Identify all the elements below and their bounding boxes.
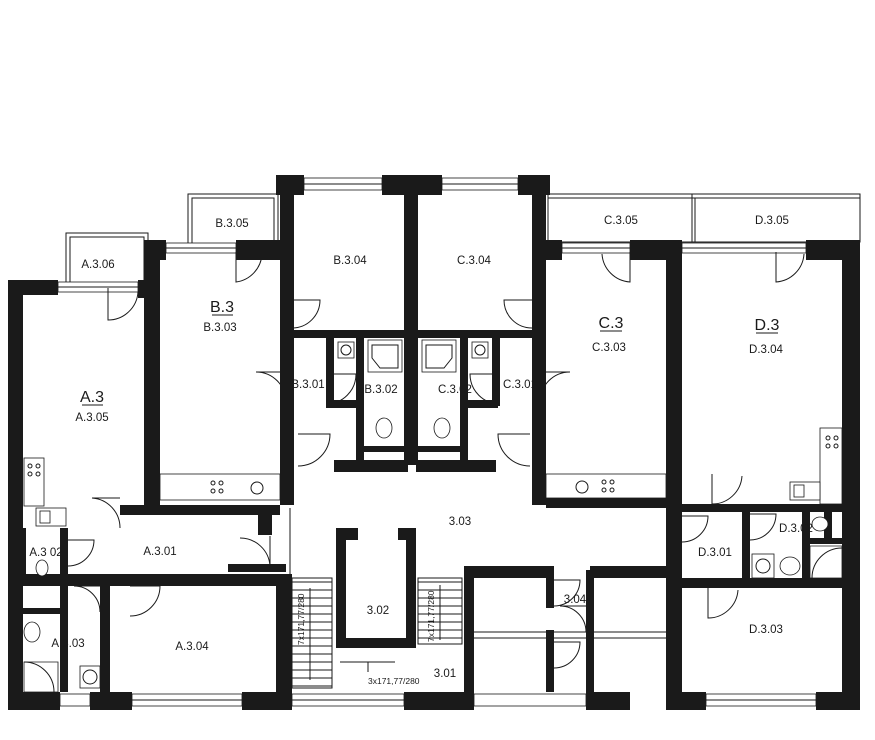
shower-d [809, 545, 843, 579]
unit-label-b: B.3 [210, 299, 234, 316]
room-a-3-03: A.3.03 [51, 638, 84, 650]
door-d-bath [749, 513, 777, 541]
door-a-living [91, 497, 121, 529]
room-d-3-03: D.3.03 [749, 624, 783, 636]
door-c-living [539, 371, 571, 403]
exterior-walls [8, 175, 860, 710]
room-d-3-04: D.3.04 [749, 344, 783, 356]
room-a-3-02: A.3 02 [29, 547, 62, 559]
door-shaft-3 [553, 641, 581, 669]
wall-d-east [842, 240, 860, 710]
washbasin-b [337, 341, 355, 359]
room-b-3-01: B.3.01 [291, 379, 324, 391]
door-d-entry [681, 515, 709, 543]
toilet-b [375, 417, 393, 439]
windows [57, 177, 817, 707]
door-a-balcony [107, 288, 139, 321]
room-c-3-02: C.3.02 [438, 384, 472, 396]
room-c-3-05: C.3.05 [604, 215, 638, 227]
washbasin-d [811, 516, 829, 532]
unit-label-a: A.3 [80, 389, 104, 406]
kitchen-counter-c [545, 473, 667, 499]
door-a-bath [73, 585, 101, 613]
shower-a [23, 661, 59, 693]
stair-note-left: 7x171,77/280 [296, 593, 306, 645]
room-3-01: 3.01 [434, 668, 456, 680]
room-a-3-05: A.3.05 [75, 412, 108, 424]
room-a-3-06: A.3.06 [81, 259, 114, 271]
wall-b-east [280, 175, 294, 505]
door-b-bedroom [291, 299, 321, 329]
wall-c-d-party [666, 240, 682, 700]
toilet-a [35, 559, 49, 577]
room-b-3-05: B.3.05 [215, 218, 248, 230]
door-b-living [255, 371, 287, 403]
washbasin-c [471, 341, 489, 359]
unit-label-d: D.3 [755, 317, 780, 334]
room-3-03: 3.03 [449, 516, 471, 528]
room-b-3-02: B.3.02 [364, 384, 397, 396]
door-shaft-1 [553, 579, 581, 607]
room-b-3-04: B.3.04 [333, 255, 367, 267]
wall-a-b-party [144, 240, 160, 510]
room-d-3-02: D.3.02 [779, 523, 813, 535]
balcony-cd [547, 193, 861, 243]
door-b-entry [297, 433, 331, 467]
room-c-3-01: C.3.01 [503, 379, 537, 391]
wall-center [404, 175, 418, 465]
room-3-02: 3.02 [367, 605, 389, 617]
wall-a-lower [18, 574, 288, 586]
room-3-04: 3.04 [564, 594, 587, 606]
washer-d [751, 553, 775, 579]
room-c-3-03: C.3.03 [592, 342, 626, 354]
door-c-bedroom [503, 299, 533, 329]
door-d-bedroom [707, 588, 739, 619]
toilet-c [433, 417, 451, 439]
core-partitions [289, 508, 666, 639]
room-a-3-01: A.3.01 [143, 546, 176, 558]
door-c-entry [497, 433, 531, 467]
door-c-bath [469, 373, 501, 405]
door-shaft-2 [559, 605, 587, 633]
door-a-entry [239, 536, 271, 567]
kitchen-counter-d [819, 427, 843, 505]
stair-note-right: 7x171,77/280 [426, 590, 436, 642]
balconies [65, 193, 861, 286]
room-d-3-05: D.3.05 [755, 215, 789, 227]
doors [67, 252, 805, 669]
labels: A.3 B.3 C.3 D.3 A.3.06 A.3.05 A.3 02 A.3… [29, 215, 813, 686]
door-b-balcony [235, 252, 263, 283]
interior-walls [8, 330, 844, 692]
room-c-3-04: C.3.04 [457, 255, 491, 267]
staircase [291, 577, 463, 689]
unit-label-c: C.3 [599, 315, 624, 332]
room-d-3-01: D.3.01 [698, 547, 732, 559]
door-c-balcony [601, 252, 631, 283]
door-a-bedroom [129, 585, 161, 617]
kitchen-counter-a [23, 457, 45, 507]
door-d-balcony [775, 252, 805, 283]
toilet-d [779, 556, 801, 576]
room-b-3-03: B.3.03 [203, 322, 236, 334]
kitchen-counter-b [159, 473, 281, 501]
fixtures [23, 339, 843, 693]
room-a-3-04: A.3.04 [175, 641, 209, 653]
stair-note-bottom: 3x171,77/280 [368, 676, 420, 686]
door-d-living [711, 474, 743, 505]
washbasin-a [23, 621, 41, 643]
wall-a-west [8, 280, 23, 710]
door-b-bath [325, 373, 357, 405]
wall-c-west [532, 175, 546, 505]
door-a-wc [67, 539, 95, 567]
